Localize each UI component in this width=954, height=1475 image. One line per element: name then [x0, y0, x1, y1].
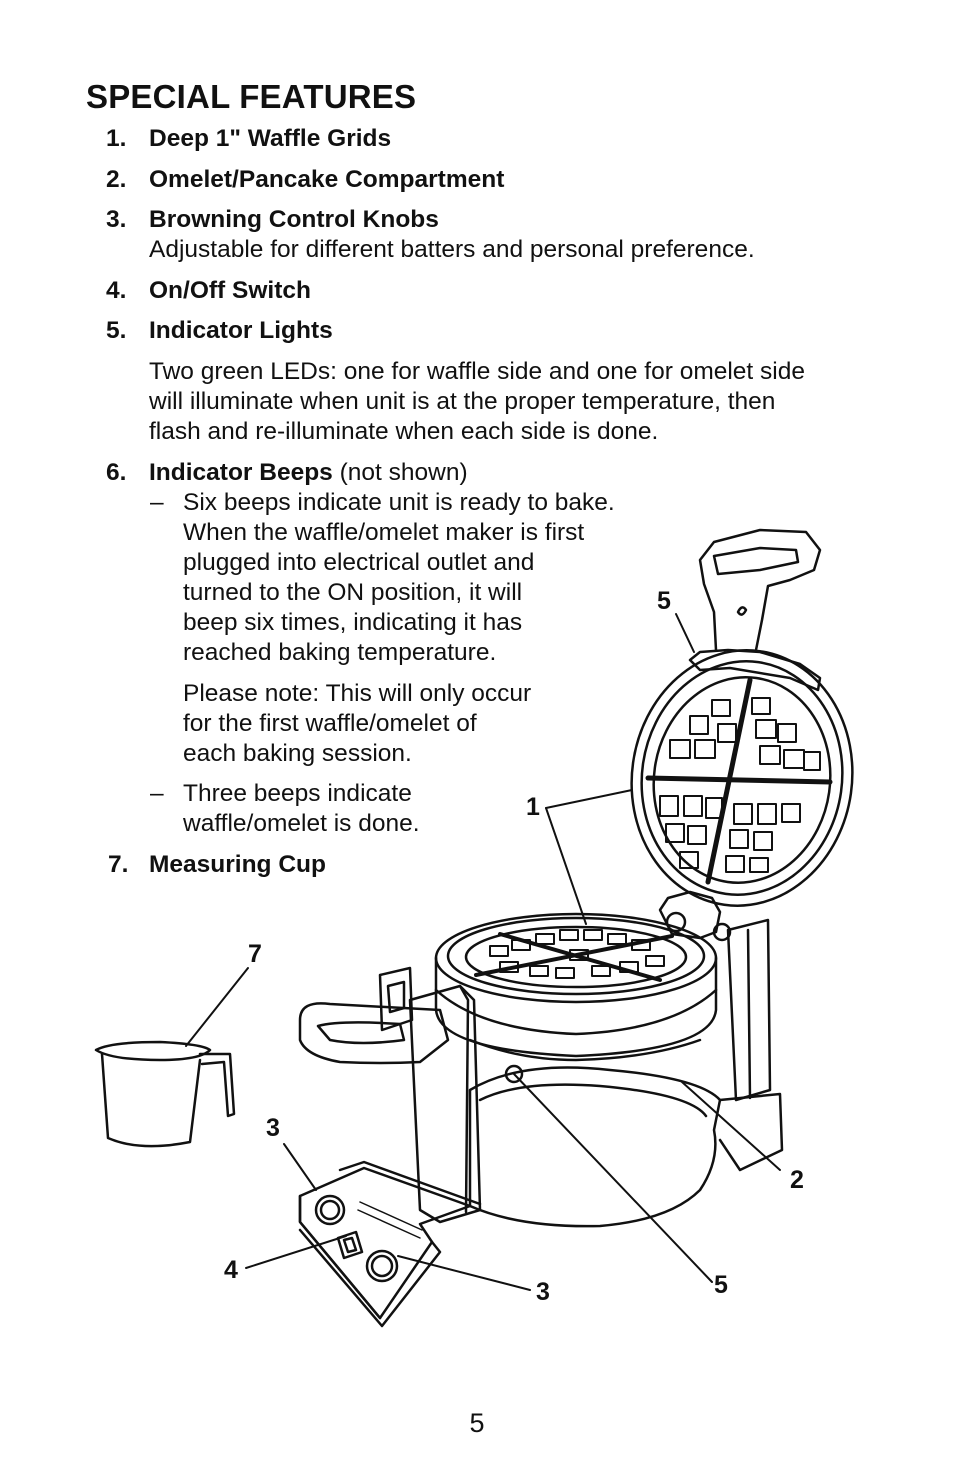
item-number: 3.: [106, 206, 127, 233]
lower-grid: [434, 912, 718, 1084]
item-number: 6.: [106, 459, 127, 486]
item-description-line: Two green LEDs: one for waffle side and …: [149, 358, 805, 385]
item-number: 4.: [106, 277, 127, 304]
callout-3-browning-knob: 3: [266, 1114, 280, 1142]
item-description: Adjustable for different batters and per…: [149, 236, 755, 263]
bullet-line: reached baking temperature.: [183, 639, 497, 666]
item-number: 2.: [106, 166, 127, 193]
bullet-line: Six beeps indicate unit is ready to bake…: [183, 489, 615, 516]
callout-2-omelet-compartment: 2: [790, 1166, 804, 1194]
page-number: 5: [469, 1408, 485, 1438]
callout-4-on-off-switch: 4: [224, 1256, 238, 1284]
base-stand: [298, 918, 784, 1328]
note-line: each baking session.: [183, 740, 412, 767]
item-title: On/Off Switch: [149, 277, 311, 304]
item-title: Indicator Beeps: [149, 459, 333, 486]
bullet-line: plugged into electrical outlet and: [183, 549, 535, 576]
bullet-dash: –: [150, 780, 164, 807]
bullet-line: turned to the ON position, it will: [183, 579, 523, 606]
callout-3-browning-knob: 3: [536, 1278, 550, 1306]
item-title: Indicator Lights: [149, 317, 333, 344]
callout-5-indicator-light: 5: [657, 587, 671, 615]
item-number: 5.: [106, 317, 127, 344]
note-line: for the first waffle/omelet of: [183, 710, 477, 737]
page-title: SPECIAL FEATURES: [86, 78, 417, 115]
item-title-row: Indicator Beeps (not shown): [149, 458, 468, 488]
bullet-dash: –: [150, 489, 164, 516]
bullet-line: Three beeps indicate: [183, 780, 412, 807]
item-title: Measuring Cup: [149, 851, 326, 878]
item-title: Browning Control Knobs: [149, 206, 439, 233]
measuring-cup: [94, 1040, 236, 1148]
item-number: 7.: [108, 851, 129, 878]
item-number: 1.: [106, 125, 127, 152]
bullet-line: beep six times, indicating it has: [183, 609, 523, 636]
callout-5-indicator-light: 5: [714, 1271, 728, 1299]
callout-leaders: [185, 613, 781, 1291]
item-description-line: flash and re-illuminate when each side i…: [149, 418, 659, 445]
note-line: Please note: This will only occur: [183, 680, 532, 707]
upper-lid: [630, 528, 854, 942]
bullet-line: When the waffle/omelet maker is first: [183, 519, 585, 546]
callout-7-measuring-cup: 7: [248, 940, 262, 968]
item-title: Omelet/Pancake Compartment: [149, 166, 505, 193]
bullet-line: waffle/omelet is done.: [183, 810, 420, 837]
item-description-line: will illuminate when unit is at the prop…: [149, 388, 776, 415]
callout-1-waffle-grids: 1: [526, 793, 540, 821]
item-note: (not shown): [339, 459, 468, 486]
item-title: Deep 1" Waffle Grids: [149, 125, 392, 152]
